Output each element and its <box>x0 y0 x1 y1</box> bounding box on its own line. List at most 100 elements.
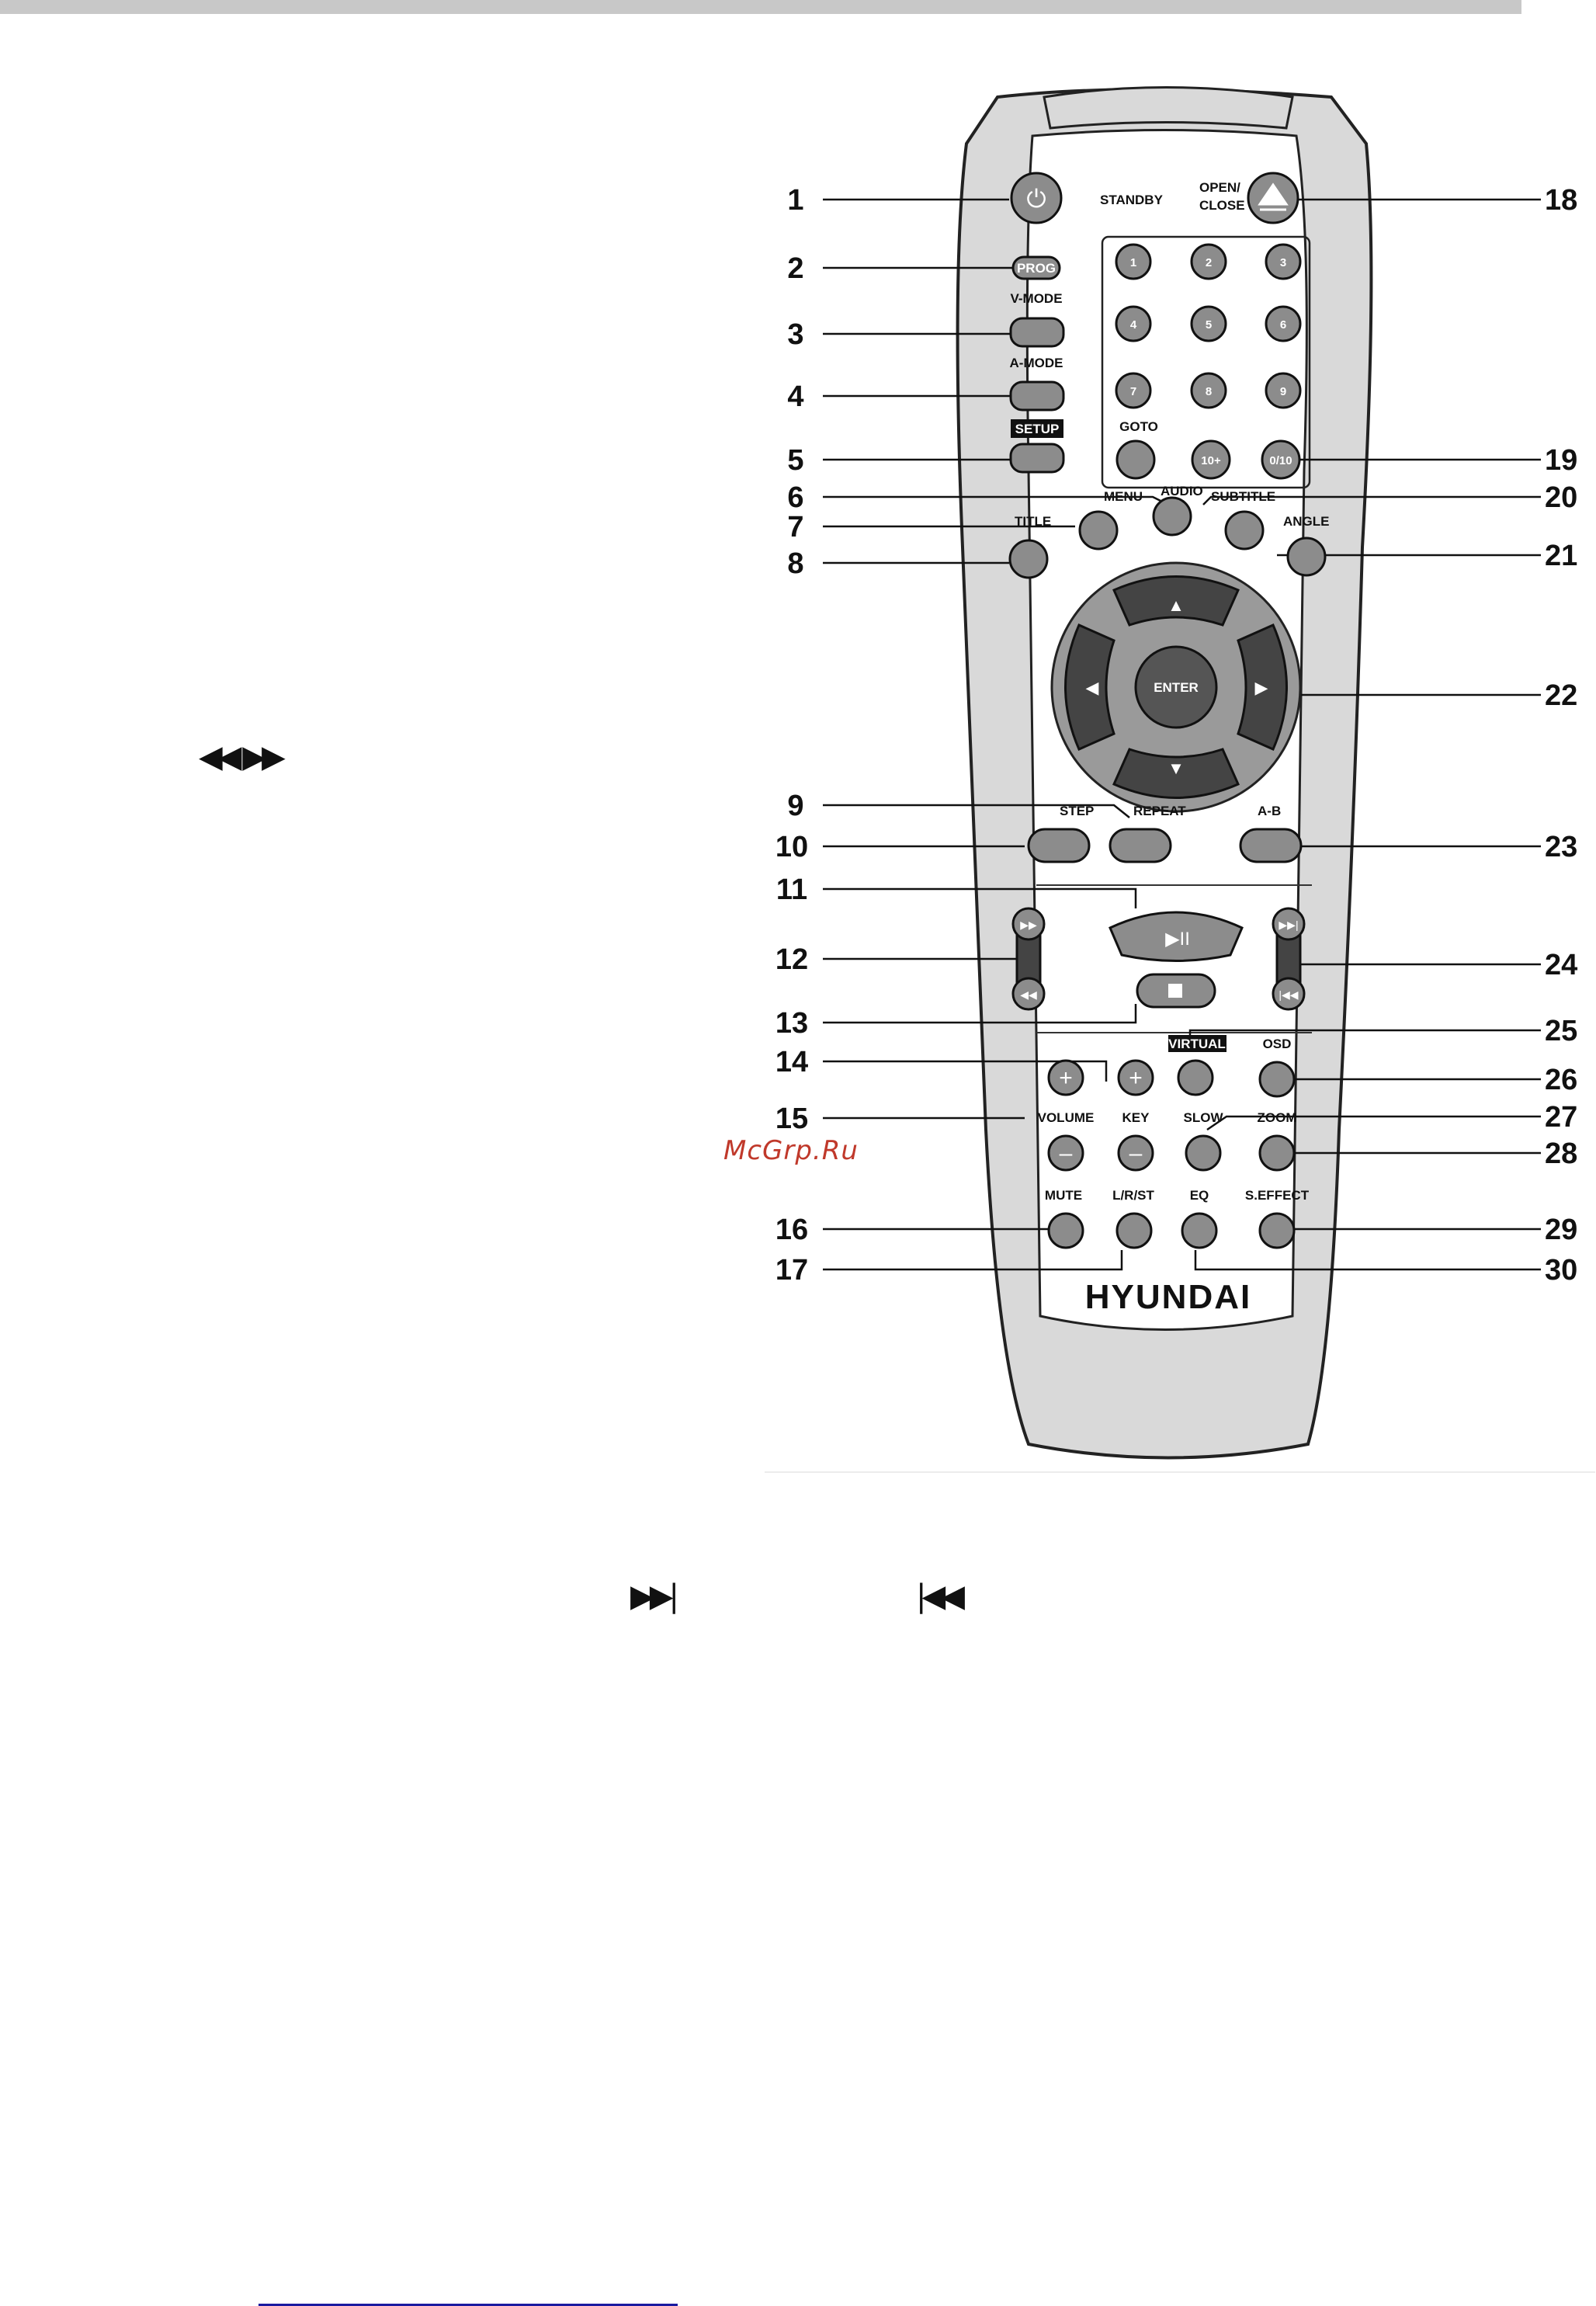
volume-label: VOLUME <box>1038 1110 1095 1125</box>
enter-button <box>1134 645 1218 729</box>
digit-5-button <box>1190 305 1227 342</box>
prog-label: PROG <box>1017 261 1056 276</box>
v-mode-label: V-MODE <box>1010 291 1062 306</box>
svg-text:9: 9 <box>1280 385 1286 398</box>
svg-text:2: 2 <box>1206 256 1212 269</box>
callout-28: 28 <box>1545 1137 1577 1170</box>
digit-7-button <box>1115 372 1152 409</box>
callout-19: 19 <box>1545 444 1577 477</box>
virtual-label: VIRTUAL <box>1168 1037 1226 1051</box>
open-close-label-2: CLOSE <box>1199 198 1245 213</box>
callout-10: 10 <box>775 831 808 863</box>
right-arrow-button <box>1237 623 1288 751</box>
menu-button <box>1078 510 1119 550</box>
svg-text:+: + <box>1059 1065 1073 1091</box>
slow-label: SLOW <box>1184 1110 1224 1125</box>
left-arrow-button <box>1064 623 1115 751</box>
svg-text:+: + <box>1129 1065 1143 1091</box>
osd-button <box>1258 1061 1296 1098</box>
callout-6: 6 <box>787 481 803 514</box>
svg-text:▶▶|: ▶▶| <box>1279 919 1298 931</box>
setup-label: SETUP <box>1015 422 1060 436</box>
mute-label: MUTE <box>1045 1188 1082 1203</box>
up-arrow-button <box>1112 575 1240 627</box>
callout-18: 18 <box>1545 184 1577 217</box>
svg-text:4: 4 <box>1130 318 1137 332</box>
top-header-bar <box>0 0 1521 14</box>
rewind-button <box>1011 977 1046 1011</box>
standby-button <box>1010 172 1063 224</box>
svg-text:◀: ◀ <box>1086 678 1099 697</box>
volume-up-button <box>1047 1059 1084 1096</box>
next-track-icon: ▶▶| <box>630 1578 679 1614</box>
ab-button <box>1239 828 1303 863</box>
svg-text:0/10: 0/10 <box>1269 454 1292 467</box>
callout-16: 16 <box>775 1214 808 1246</box>
callout-9: 9 <box>787 790 803 822</box>
subtitle-label: SUBTITLE <box>1211 489 1275 504</box>
s-effect-label: S.EFFECT <box>1245 1188 1310 1203</box>
key-up-button <box>1117 1059 1154 1096</box>
digit-6-button <box>1265 305 1302 342</box>
brand-logo: HYUNDAI <box>1085 1278 1251 1316</box>
digit-8-button <box>1190 372 1227 409</box>
setup-button <box>1009 443 1065 474</box>
open-close-label-1: OPEN/ <box>1199 180 1240 195</box>
step-label: STEP <box>1060 804 1094 818</box>
key-down-button <box>1117 1134 1154 1172</box>
a-mode-button <box>1009 380 1065 412</box>
svg-text:5: 5 <box>1206 318 1212 332</box>
previous-track-icon: |◀◀ <box>916 1578 965 1614</box>
a-mode-label: A-MODE <box>1010 356 1063 370</box>
svg-text:|◀◀: |◀◀ <box>1279 988 1298 1001</box>
ab-label: A-B <box>1258 804 1281 818</box>
v-mode-button <box>1009 317 1065 348</box>
svg-text:–: – <box>1129 1141 1143 1166</box>
svg-text:–: – <box>1060 1141 1073 1166</box>
volume-down-button <box>1047 1134 1084 1172</box>
diagram-bottom-rule <box>765 1471 1595 1473</box>
goto-label: GOTO <box>1119 419 1158 434</box>
digit-2-button <box>1190 243 1227 280</box>
enter-label: ENTER <box>1154 680 1199 695</box>
callout-21: 21 <box>1545 540 1577 572</box>
callout-15: 15 <box>775 1103 808 1135</box>
navigation-pad: ▲ ▼ ◀ ▶ ENTER <box>1050 561 1302 813</box>
step-button <box>1027 828 1091 863</box>
watermark-text: McGrp.Ru <box>723 1135 859 1166</box>
callout-25: 25 <box>1545 1015 1577 1047</box>
svg-text:▶▶: ▶▶ <box>1020 919 1037 931</box>
angle-label: ANGLE <box>1283 514 1330 529</box>
callout-11: 11 <box>776 873 807 906</box>
svg-text:▼: ▼ <box>1168 759 1185 778</box>
svg-text:8: 8 <box>1206 385 1212 398</box>
callout-3: 3 <box>787 318 803 351</box>
svg-text:▶: ▶ <box>1255 678 1268 697</box>
callout-29: 29 <box>1545 1214 1577 1246</box>
callout-12: 12 <box>775 943 808 976</box>
mute-button <box>1047 1212 1084 1249</box>
play-pause-button <box>1109 911 1244 962</box>
svg-text:6: 6 <box>1280 318 1286 332</box>
prev-button <box>1272 977 1306 1011</box>
prog-button <box>1011 255 1061 280</box>
lrst-button <box>1115 1212 1153 1249</box>
callout-5: 5 <box>787 444 803 477</box>
svg-text:7: 7 <box>1130 385 1136 398</box>
callout-2: 2 <box>787 252 803 285</box>
callout-30: 30 <box>1545 1254 1577 1287</box>
callout-4: 4 <box>787 380 803 413</box>
audio-button <box>1152 496 1192 537</box>
callout-8: 8 <box>787 547 803 580</box>
title-button <box>1008 539 1049 579</box>
callout-27: 27 <box>1545 1101 1577 1134</box>
digit-9-button <box>1265 372 1302 409</box>
s-effect-button <box>1258 1212 1296 1249</box>
repeat-button <box>1109 828 1172 863</box>
lrst-label: L/R/ST <box>1112 1188 1154 1203</box>
footer-link-rule <box>258 2304 678 2306</box>
svg-text:10+: 10+ <box>1201 454 1221 467</box>
eq-label: EQ <box>1190 1188 1209 1203</box>
repeat-label: REPEAT <box>1133 804 1186 818</box>
callout-1: 1 <box>787 184 803 217</box>
